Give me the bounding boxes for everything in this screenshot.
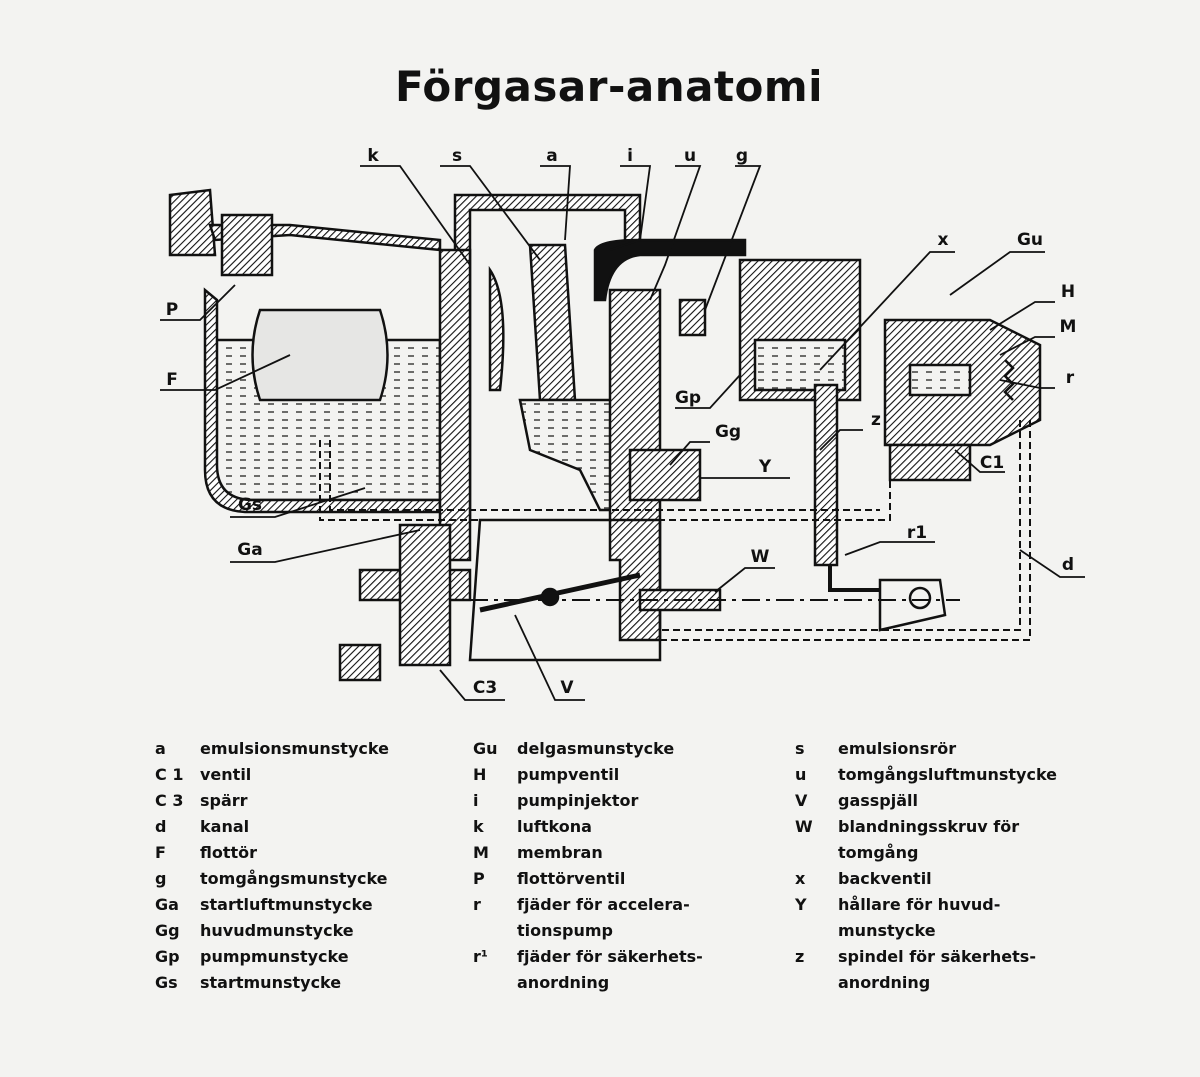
float (251, 308, 389, 402)
legend-description: flottör (200, 843, 258, 862)
label-gu: Gu (1016, 230, 1044, 250)
legend-key: C 1 (155, 765, 184, 784)
legend-description: fjäder för säkerhets- (517, 947, 703, 966)
label-p: P (165, 300, 179, 320)
legend-description: backventil (838, 869, 932, 888)
label-h: H (1060, 282, 1076, 302)
legend-description: tomgångsmunstycke (200, 869, 388, 888)
label-u: u (683, 146, 697, 166)
label-x: x (937, 230, 949, 250)
legend-description: flottörventil (517, 869, 626, 888)
legend-key: Gp (155, 947, 180, 966)
legend-description: pumpinjektor (517, 791, 639, 810)
legend-description: anordning (838, 973, 931, 992)
page-title: Förgasar-anatomi (394, 62, 824, 111)
legend-key: u (795, 765, 807, 784)
label-r: r (1065, 368, 1075, 388)
legend-description: munstycke (838, 921, 936, 940)
label-c3: C3 (472, 678, 498, 698)
legend-key: W (795, 817, 813, 836)
legend-description: hållare för huvud- (838, 895, 1001, 914)
legend-description: luftkona (517, 817, 592, 836)
legend-key: i (473, 791, 479, 810)
label-ga: Ga (237, 540, 263, 560)
throttle-and-idle (338, 523, 960, 682)
legend-description: kanal (200, 817, 250, 836)
legend-description: spindel för säkerhets- (838, 947, 1036, 966)
legend-description: emulsionsmunstycke (200, 739, 389, 758)
legend-key: V (795, 791, 808, 810)
legend-description: pumpmunstycke (200, 947, 349, 966)
label-m: M (1059, 317, 1077, 337)
label-s: s (451, 146, 463, 166)
label-c1: C1 (979, 453, 1005, 473)
label-gs: Gs (237, 495, 263, 515)
legend-description: startmunstycke (200, 973, 342, 992)
legend-description: delgasmunstycke (517, 739, 675, 758)
legend-key: H (473, 765, 487, 784)
label-v: V (560, 678, 574, 698)
label-i: i (627, 146, 633, 166)
label-r1: r1 (906, 523, 928, 543)
legend-key: Gg (155, 921, 180, 940)
legend-description: gasspjäll (838, 791, 918, 810)
legend-key: Gu (473, 739, 498, 758)
legend-key: g (155, 869, 167, 888)
legend-key: s (795, 739, 805, 758)
legend-key: r¹ (473, 947, 488, 966)
legend-description: tomgång (838, 843, 919, 862)
legend-key: F (155, 843, 166, 862)
legend-description: tomgångsluftmunstycke (838, 765, 1058, 784)
legend-description: startluftmunstycke (200, 895, 373, 914)
label-a: a (546, 146, 558, 166)
label-f: F (166, 370, 178, 390)
legend-key: r (473, 895, 481, 914)
legend-description: tionspump (517, 921, 614, 940)
label-gp: Gp (674, 388, 702, 408)
legend-description: blandningsskruv för (838, 817, 1020, 836)
legend-key: Y (795, 895, 807, 914)
legend-key: M (473, 843, 489, 862)
label-y: Y (758, 457, 772, 477)
label-z: z (871, 410, 881, 430)
legend-key: z (795, 947, 805, 966)
label-d: d (1061, 555, 1075, 575)
legend-key: Gs (155, 973, 178, 992)
legend-key: a (155, 739, 166, 758)
label-k: k (367, 146, 379, 166)
label-gg: Gg (714, 422, 742, 442)
legend-description: fjäder för accelera- (517, 895, 690, 914)
label-w: W (750, 547, 770, 567)
legend-description: ventil (200, 765, 252, 784)
label-g: g (735, 146, 749, 166)
legend-key: d (155, 817, 167, 836)
legend-description: pumpventil (517, 765, 620, 784)
leader-lines (160, 165, 1085, 701)
legend-key: x (795, 869, 806, 888)
legend-description: spärr (200, 791, 248, 810)
legend-key: Ga (155, 895, 179, 914)
channel-d (319, 244, 1031, 641)
legend-description: anordning (517, 973, 610, 992)
legend-key: k (473, 817, 484, 836)
venturi-body (438, 193, 747, 662)
legend-key: P (473, 869, 485, 888)
legend-key: C 3 (155, 791, 184, 810)
legend-description: membran (517, 843, 603, 862)
accelerator-pump (738, 258, 1042, 592)
legend-description: huvudmunstycke (200, 921, 354, 940)
legend-description: emulsionsrör (838, 739, 957, 758)
